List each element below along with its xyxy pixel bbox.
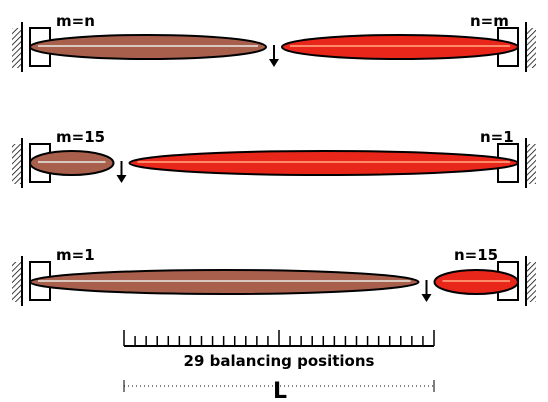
right-mass-label: n=1 (480, 128, 514, 146)
right-mass-label: n=15 (454, 246, 498, 264)
row-1: m=n n=m (12, 12, 536, 72)
row-3: m=1 n=15 (12, 246, 536, 306)
length-label: L (273, 379, 287, 402)
pivot-arrow-icon (116, 161, 127, 183)
scale-caption: 29 balancing positions (184, 352, 375, 370)
left-mass-label: m=1 (56, 246, 95, 264)
left-mass-label: m=15 (56, 128, 105, 146)
right-mass-label: n=m (470, 12, 509, 30)
scale-ticks (123, 330, 435, 346)
left-mass-label: m=n (56, 12, 95, 30)
pivot-arrow-icon (421, 280, 432, 302)
positions-scale: 29 balancing positions L (123, 330, 435, 402)
pivot-arrow-icon (269, 45, 279, 67)
row-2: m=15 n=1 (12, 128, 536, 188)
